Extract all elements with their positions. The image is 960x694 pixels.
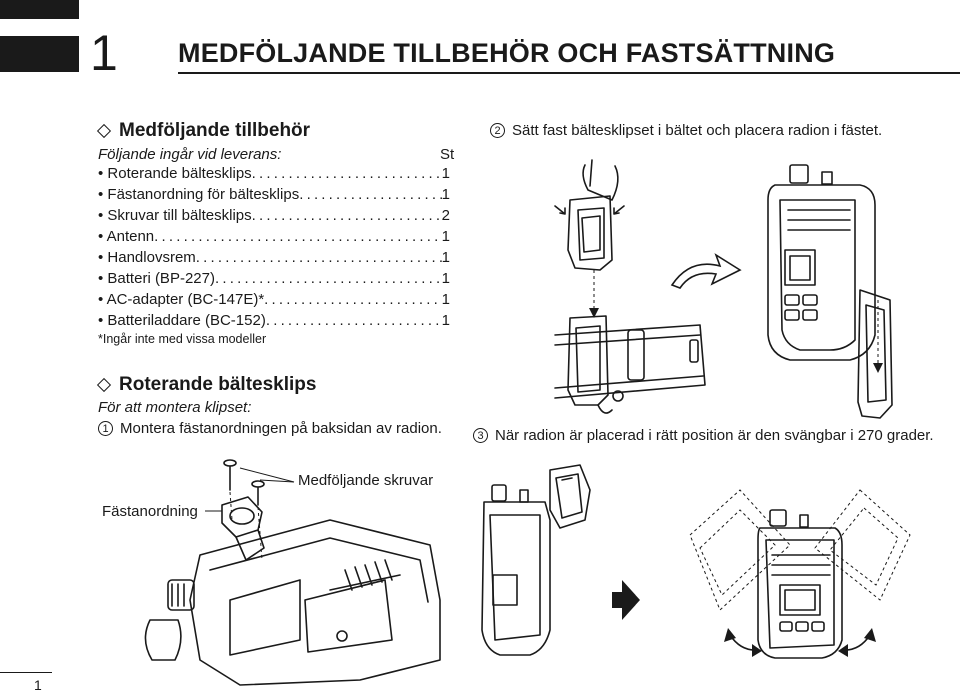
item-label: • Handlovsrem	[98, 249, 196, 266]
screw-icon	[223, 459, 237, 491]
leader-dots: ........................................…	[251, 165, 442, 182]
item-label: • Batteri (BP-227)	[98, 270, 215, 287]
leader-dots: ........................................…	[214, 270, 442, 287]
item-qty: 2	[441, 207, 450, 224]
header-rule	[178, 72, 960, 74]
list-item: • Batteriladdare (BC-152)...............…	[98, 310, 450, 331]
belt-clip-heading: Roterande bältesklips	[96, 374, 316, 396]
grip-ridges	[344, 559, 393, 591]
footer-rule	[0, 672, 52, 673]
item-qty: 1	[441, 270, 450, 287]
leader-dots: ........................................…	[154, 228, 442, 245]
leader-dots: ........................................…	[299, 186, 441, 203]
item-label: • AC-adapter (BC-147E)*	[98, 291, 265, 308]
item-label: • Batteriladdare (BC-152)	[98, 312, 266, 329]
item-qty: 1	[441, 291, 450, 308]
belt-clip-heading-text: Roterande bältesklips	[119, 374, 317, 395]
item-qty: 1	[441, 165, 450, 182]
item-label: • Antenn	[98, 228, 155, 245]
label-screws: Medföljande skruvar	[298, 472, 434, 489]
item-qty: 1	[441, 249, 450, 266]
item-label: • Fästanordning för bältesklips	[98, 186, 300, 203]
header-bar-bottom	[0, 36, 79, 72]
circled-number-icon: 2	[490, 123, 505, 138]
list-item: • Antenn................................…	[98, 226, 450, 247]
list-item: • Batteri (BP-227)......................…	[98, 268, 450, 289]
item-qty: 1	[441, 186, 450, 203]
footnote: *Ingår inte med vissa modeller	[98, 332, 267, 346]
circled-number-icon: 3	[473, 428, 488, 443]
curved-arrow-icon	[670, 253, 742, 289]
page-number: 1	[34, 677, 42, 693]
item-label: • Roterande bältesklips	[98, 165, 252, 182]
list-item: • AC-adapter (BC-147E)*.................…	[98, 289, 450, 310]
arrow-right-icon	[612, 580, 640, 620]
chapter-title: MEDFÖLJANDE TILLBEHÖR OCH FASTSÄTTNING	[178, 38, 836, 68]
qty-header-text: St	[440, 146, 455, 163]
supplied-intro: Följande ingår vid leverans:	[98, 146, 282, 163]
qty-header: St	[440, 144, 454, 165]
header-bar-top	[0, 0, 79, 19]
step-2: 2 Sätt fast bältesklipset i bältet och p…	[490, 122, 882, 139]
radio-front-step2	[767, 164, 893, 419]
label-bracket: Fästanordning	[102, 503, 198, 520]
rotation-illustration	[481, 464, 911, 659]
item-label: • Skruvar till bältesklips	[98, 207, 252, 224]
supplied-heading: Medföljande tillbehör	[96, 120, 310, 142]
belt-clip-illustration	[554, 159, 706, 414]
item-list: • Roterande bältesklips.................…	[98, 163, 450, 331]
leader-dots: ........................................…	[195, 249, 442, 266]
belt-clip-intro: För att montera klipset:	[98, 399, 252, 416]
step-1: 1 Montera fästanordningen på baksidan av…	[98, 420, 442, 437]
list-item: • Handlovsrem...........................…	[98, 247, 450, 268]
item-qty: 1	[441, 228, 450, 245]
leader-dots: ........................................…	[265, 312, 442, 329]
radio-back-shape	[144, 519, 441, 686]
circled-number-icon: 1	[98, 421, 113, 436]
bracket-shape	[221, 496, 265, 561]
list-item: • Roterande bältesklips.................…	[98, 163, 450, 184]
list-item: • Skruvar till bältesklips..............…	[98, 205, 450, 226]
step-1-text: Montera fästanordningen på baksidan av r…	[120, 420, 442, 437]
chapter-number: 1	[90, 25, 118, 81]
list-item: • Fästanordning för bältesklips.........…	[98, 184, 450, 205]
leader-dots: ........................................…	[251, 207, 442, 224]
supplied-heading-text: Medföljande tillbehör	[119, 120, 311, 141]
leader-dots: ........................................…	[264, 291, 441, 308]
step-3: 3 När radion är placerad i rätt position…	[473, 427, 934, 444]
step-2-text: Sätt fast bältesklipset i bältet och pla…	[512, 122, 883, 139]
screw-icon	[251, 480, 265, 506]
step-3-text: När radion är placerad i rätt position ä…	[495, 427, 934, 444]
item-qty: 1	[441, 312, 450, 329]
